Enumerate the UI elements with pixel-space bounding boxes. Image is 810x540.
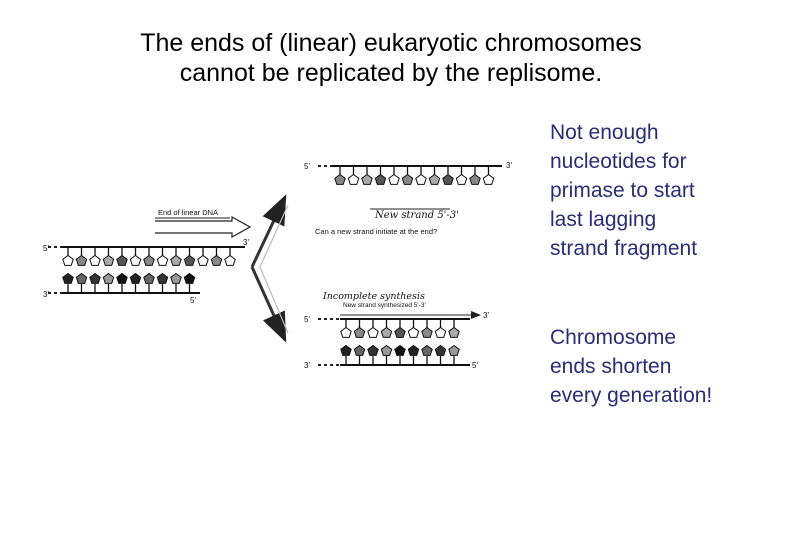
end-arrow [155, 215, 252, 239]
note-primase-line: Not enough [550, 121, 659, 144]
nucleotide [340, 344, 352, 365]
nucleotide [401, 166, 414, 185]
lower-incomplete-label: Incomplete synthesis [322, 291, 425, 302]
nucleotide [156, 272, 169, 293]
nucleotide [62, 272, 74, 293]
title-line-1: The ends of (linear) eukaryotic chromoso… [140, 29, 642, 57]
nucleotide [367, 319, 379, 338]
upper-bases [334, 166, 495, 185]
nucleotide [367, 344, 379, 365]
upper-question: Can a new strand initiate at the end? [315, 227, 437, 236]
nucleotide [347, 166, 360, 185]
nucleotide [448, 319, 460, 338]
lower-top-5-label: 5' [304, 315, 310, 324]
note-primase: Not enough nucleotides for primase to st… [550, 118, 800, 263]
nucleotide [353, 319, 366, 338]
lower-new-strand-label: New strand synthesized 5'-3' [343, 302, 426, 309]
lower-daughter: Incomplete synthesis New strand synthesi… [304, 291, 489, 370]
slide-title: The ends of (linear) eukaryotic chromoso… [40, 28, 742, 88]
nucleotide [380, 319, 393, 338]
upper-new-strand-label: New strand 5'-3' [374, 210, 459, 221]
upper-3-label: 3' [506, 161, 512, 170]
note-shortening: Chromosome ends shorten every generation… [550, 323, 800, 410]
nucleotide [421, 319, 433, 338]
note-shortening-line: Chromosome [550, 326, 677, 349]
nucleotide [102, 272, 115, 293]
nucleotide [156, 247, 169, 266]
nucleotide [482, 166, 495, 185]
nucleotide [129, 272, 142, 293]
nucleotide [469, 166, 481, 185]
nucleotide [394, 344, 406, 365]
nucleotide [89, 272, 101, 293]
nucleotide [415, 166, 427, 185]
parent-top-5-label: 5' [43, 244, 49, 253]
nucleotide [129, 247, 142, 266]
note-primase-line: strand fragment [550, 237, 698, 260]
lower-top-bases [340, 319, 460, 338]
parent-dna: 5' 3' 3' 5' [43, 238, 249, 305]
lower-bottom-3-label: 3' [304, 361, 310, 370]
nucleotide [170, 272, 182, 293]
nucleotide [62, 247, 74, 266]
parent-top-3-label: 3' [243, 238, 249, 247]
nucleotide [361, 166, 373, 185]
nucleotide [224, 247, 236, 266]
upper-daughter: 5' 3' New strand 5'-3' Can a new strand … [304, 161, 512, 236]
parent-top-bases [62, 247, 236, 266]
nucleotide [143, 272, 155, 293]
nucleotide [197, 247, 209, 266]
nucleotide [183, 247, 196, 266]
lower-top-3-label: 3' [483, 311, 489, 320]
nucleotide [407, 319, 420, 338]
nucleotide [143, 247, 155, 266]
lower-bottom-5-label: 5' [472, 361, 478, 370]
nucleotide [448, 344, 460, 365]
lower-bottom-bases [340, 344, 460, 365]
fork-arrows [250, 194, 289, 343]
end-label: End of linear DNA [158, 208, 218, 217]
nucleotide [380, 344, 393, 365]
nucleotide [334, 166, 346, 185]
note-shortening-line: ends shorten [550, 355, 672, 378]
nucleotide [434, 344, 447, 365]
nucleotide [183, 272, 196, 293]
nucleotide [388, 166, 400, 185]
nucleotide [75, 247, 88, 266]
replication-diagram: 5' 3' 3' 5' End of linear DNA 5' 3' New … [43, 161, 512, 370]
note-primase-line: nucleotides for [550, 150, 687, 173]
title-line-2: cannot be replicated by the replisome. [179, 59, 603, 87]
nucleotide [116, 272, 128, 293]
nucleotide [102, 247, 115, 266]
nucleotide [455, 166, 468, 185]
parent-bottom-5-label: 5' [190, 296, 196, 305]
nucleotide [116, 247, 128, 266]
parent-bottom-3-label: 3' [43, 290, 49, 299]
nucleotide [353, 344, 366, 365]
upper-5-label: 5' [304, 162, 310, 171]
note-primase-line: last lagging [550, 208, 657, 231]
nucleotide [170, 247, 182, 266]
nucleotide [407, 344, 420, 365]
nucleotide [434, 319, 447, 338]
nucleotide [75, 272, 88, 293]
note-shortening-line: every generation! [550, 384, 713, 407]
nucleotide [442, 166, 454, 185]
nucleotide [374, 166, 387, 185]
nucleotide [210, 247, 223, 266]
nucleotide [340, 319, 352, 338]
parent-bottom-bases [62, 272, 196, 293]
end-of-dna-callout: End of linear DNA [155, 208, 252, 239]
nucleotide [428, 166, 441, 185]
nucleotide [421, 344, 433, 365]
note-primase-line: primase to start [550, 179, 695, 202]
nucleotide [394, 319, 406, 338]
nucleotide [89, 247, 101, 266]
